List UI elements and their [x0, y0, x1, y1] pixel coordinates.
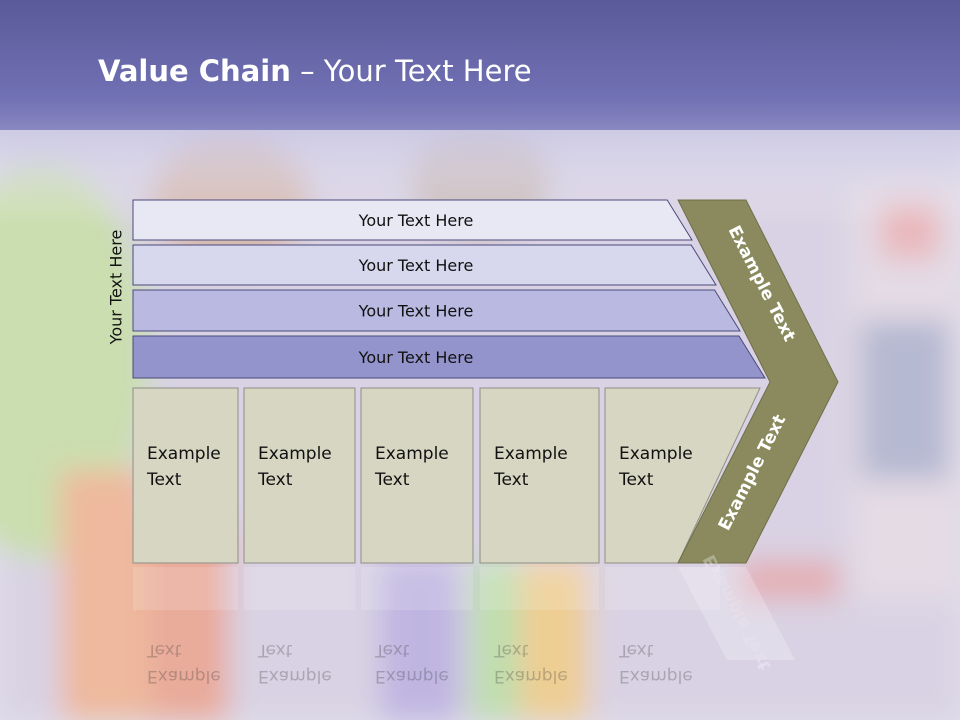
- box-line1: Example: [258, 444, 332, 464]
- svg-text:Example: Example: [375, 666, 449, 686]
- bar-shape: [132, 289, 741, 332]
- chevron-reflection: Example Text: [678, 551, 795, 673]
- bar-label: Your Text Here: [358, 348, 474, 367]
- box-reflection: Example Text: [605, 567, 720, 686]
- box-line2: Text: [493, 470, 529, 490]
- box-line2: Text: [618, 470, 654, 490]
- svg-text:Text: Text: [257, 640, 293, 660]
- title-rest: – Your Text Here: [290, 54, 532, 88]
- svg-text:Text: Text: [618, 640, 654, 660]
- chevron-shape: [677, 199, 839, 564]
- box-line2: Text: [146, 470, 182, 490]
- box-shape: [132, 387, 239, 564]
- box-line1: Example: [619, 444, 693, 464]
- bar-2: Your Text Here: [132, 244, 717, 286]
- svg-text:Text: Text: [374, 640, 410, 660]
- box-shape: [243, 387, 356, 564]
- bar-1: Your Text Here: [132, 199, 693, 241]
- svg-text:Example: Example: [147, 666, 221, 686]
- box-line1: Example: [147, 444, 221, 464]
- box-shape: [360, 387, 474, 564]
- box-line2: Text: [374, 470, 410, 490]
- bar-label: Your Text Here: [358, 302, 474, 321]
- svg-text:Example: Example: [619, 666, 693, 686]
- box-reflection: Example Text: [133, 567, 238, 686]
- bar-label: Your Text Here: [358, 211, 474, 230]
- bar-3: Your Text Here: [132, 289, 741, 332]
- box-reflection: Example Text: [480, 567, 599, 686]
- bar-shape: [132, 335, 766, 379]
- title-bold: Value Chain: [98, 54, 291, 88]
- bar-4: Your Text Here: [132, 335, 766, 379]
- box-line1: Example: [494, 444, 568, 464]
- bar-shape: [132, 244, 717, 286]
- svg-text:Text: Text: [493, 640, 529, 660]
- svg-text:Example: Example: [494, 666, 568, 686]
- box-line1: Example: [375, 444, 449, 464]
- box-reflection: Example Text: [244, 567, 355, 686]
- box-line2: Text: [257, 470, 293, 490]
- svg-text:Text: Text: [146, 640, 182, 660]
- svg-text:Example: Example: [258, 666, 332, 686]
- box-shape: [479, 387, 600, 564]
- side-label: Your Text Here: [106, 229, 126, 345]
- box-reflection: Example Text: [361, 567, 473, 686]
- bar-label: Your Text Here: [358, 256, 474, 275]
- slide-title: Value Chain – Your Text Here: [98, 54, 532, 88]
- bar-shape: [132, 199, 693, 241]
